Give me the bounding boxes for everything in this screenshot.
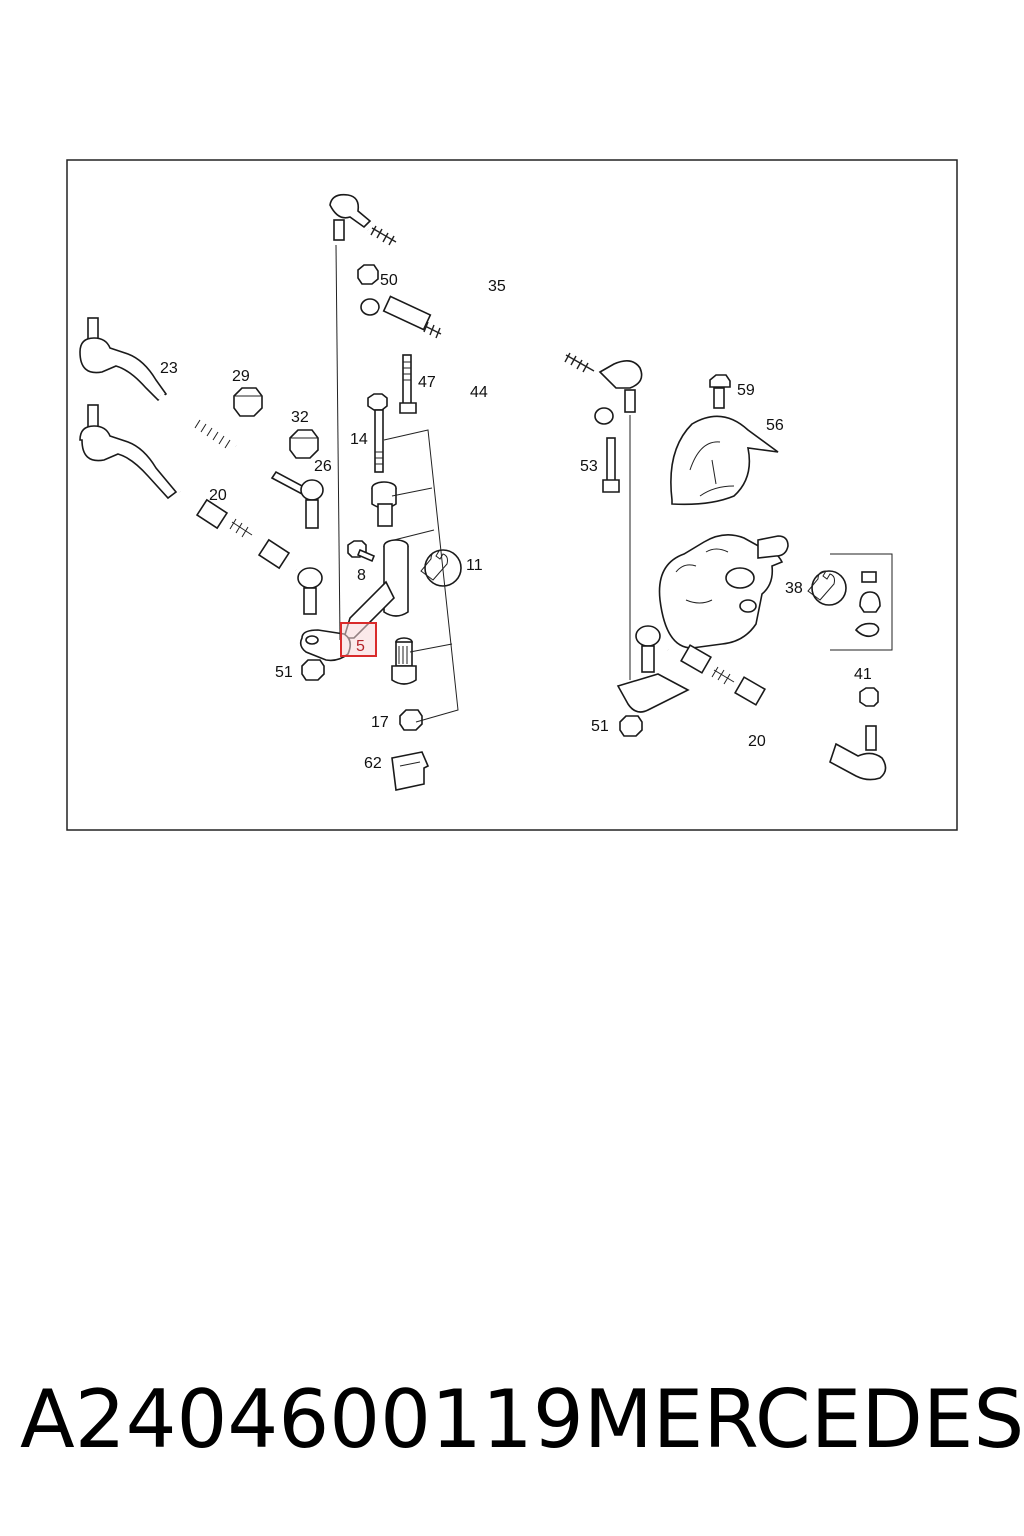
part-label: 26 [314, 458, 332, 475]
cover-56 [670, 415, 779, 506]
part-number: A2404600119 [20, 1373, 584, 1466]
part-label: 56 [766, 417, 784, 434]
nut-51-left [301, 659, 325, 681]
highlight-box [340, 622, 377, 657]
part-label: 38 [785, 580, 803, 597]
bolt-53 [602, 437, 620, 493]
part-label: 32 [291, 409, 309, 426]
bolt-8 [347, 540, 376, 563]
nut-17 [399, 709, 423, 731]
nut-51-right [619, 715, 643, 737]
bolt-59 [709, 374, 731, 409]
nut-29 [233, 387, 263, 417]
idler-bracket-lines [383, 429, 459, 723]
part-label: 11 [466, 557, 483, 574]
part-label: 8 [357, 567, 366, 584]
part-label: 29 [232, 368, 250, 385]
part-label: 20 [209, 487, 227, 504]
ball-joint-26 [270, 470, 324, 529]
part-label: 41 [854, 666, 872, 683]
part-label: 23 [160, 360, 178, 377]
steering-gearbox [616, 534, 789, 713]
nut-41 [859, 687, 879, 707]
caption-bar: A2404600119 MERCEDES [20, 1370, 1024, 1470]
tie-rod-35 [329, 193, 643, 413]
tie-rod-20-left [79, 404, 323, 615]
guide-line-left [335, 244, 341, 641]
part-label: 50 [380, 272, 398, 289]
bushing-lower [391, 637, 417, 685]
part-labels: 50 35 23 29 47 44 59 32 14 26 56 53 20 8… [160, 272, 872, 772]
part-label: 47 [418, 374, 436, 391]
part-label: 35 [488, 278, 506, 295]
highlighted-part-5[interactable]: 5 [340, 622, 377, 657]
bolt-14 [367, 393, 388, 473]
tie-rod-23 [79, 317, 238, 449]
nut-50 [357, 264, 379, 285]
part-label: 59 [737, 382, 755, 399]
nut-32 [289, 429, 319, 459]
part-label: 44 [470, 384, 488, 401]
part-label: 14 [350, 431, 368, 448]
part-label: 51 [275, 664, 293, 681]
brand-name: MERCEDES [583, 1373, 1024, 1466]
tie-rod-44 [360, 295, 614, 425]
repair-kit-38 [807, 553, 893, 651]
part-label: 62 [364, 755, 382, 772]
part-label: 17 [371, 714, 389, 731]
tie-rod-20-right [635, 625, 887, 781]
highlight-label: 5 [356, 638, 365, 655]
part-label: 53 [580, 458, 598, 475]
part-label: 51 [591, 718, 609, 735]
clip-62 [391, 751, 430, 791]
bushing-idler [371, 481, 397, 527]
part-label: 20 [748, 733, 766, 750]
diagram-frame [66, 159, 958, 831]
bolt-47 [399, 354, 417, 414]
